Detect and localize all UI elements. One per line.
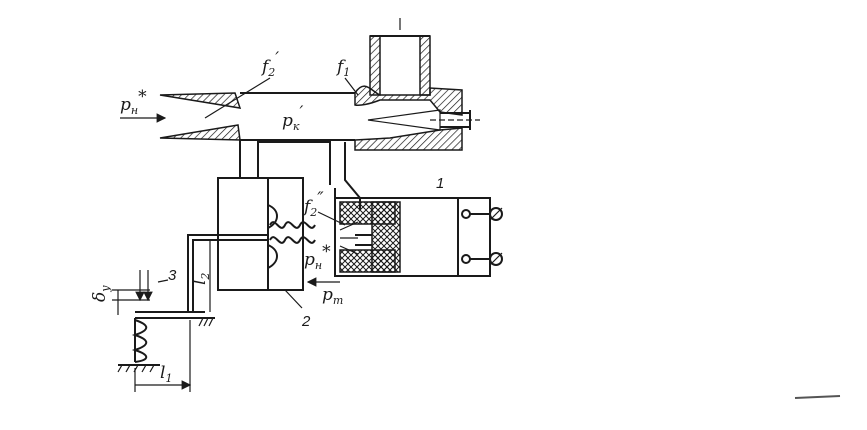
label-l2: l2	[190, 273, 212, 285]
callout-1: 1	[436, 175, 444, 192]
label-l1: l1	[160, 363, 172, 385]
pressure-channels	[217, 140, 361, 232]
actuator-block	[334, 197, 503, 277]
callout-2: 2	[301, 313, 311, 330]
stray-mark	[794, 395, 841, 399]
callout-3: 3	[168, 267, 177, 284]
label-pn-star: pн*	[120, 87, 147, 117]
label-f1: f1	[335, 57, 350, 79]
label-pk-prime: pк′	[282, 103, 303, 133]
label-delta-y: δy	[90, 285, 112, 302]
diaphragm-chamber	[217, 177, 316, 291]
label-pt: pт	[322, 285, 343, 307]
label-f2-dprime: f2″	[302, 189, 324, 219]
label-pn-star-2: pн*	[304, 242, 331, 272]
label-f2-prime: f2′	[260, 49, 279, 79]
ejector-nozzle	[159, 18, 480, 151]
lever-spring	[112, 234, 268, 392]
